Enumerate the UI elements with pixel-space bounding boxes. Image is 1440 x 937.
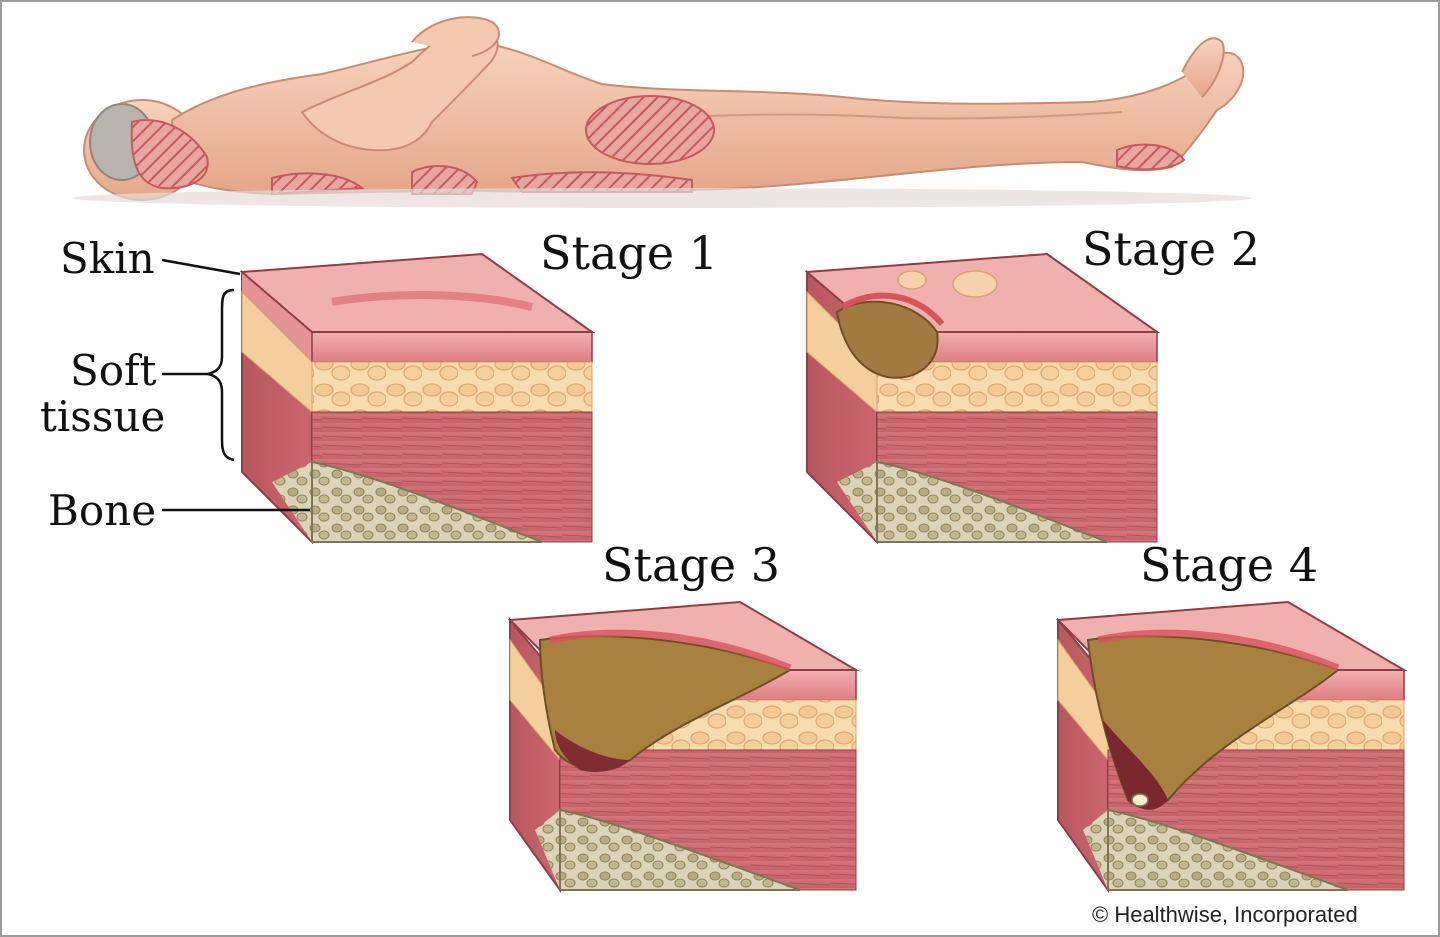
tissue-label: tissue bbox=[40, 392, 166, 441]
reclining-body bbox=[72, 16, 1252, 208]
stage-3-block bbox=[507, 600, 860, 894]
skin-leader-line bbox=[161, 258, 241, 276]
stage-4-block bbox=[1055, 600, 1408, 894]
soft-tissue-bracket bbox=[207, 288, 235, 462]
skin-label: Skin bbox=[60, 234, 155, 283]
stage-3-label: Stage 3 bbox=[602, 538, 780, 592]
stage-4-label: Stage 4 bbox=[1140, 538, 1318, 592]
stage-1-label: Stage 1 bbox=[540, 226, 718, 280]
stage-1-block bbox=[239, 252, 596, 545]
copyright-text: © Healthwise, Incorporated bbox=[1092, 902, 1358, 927]
bone-label: Bone bbox=[48, 486, 157, 535]
stage-2-label: Stage 2 bbox=[1082, 222, 1260, 276]
stage-2-block bbox=[804, 252, 1161, 545]
soft-label: Soft bbox=[70, 346, 157, 395]
